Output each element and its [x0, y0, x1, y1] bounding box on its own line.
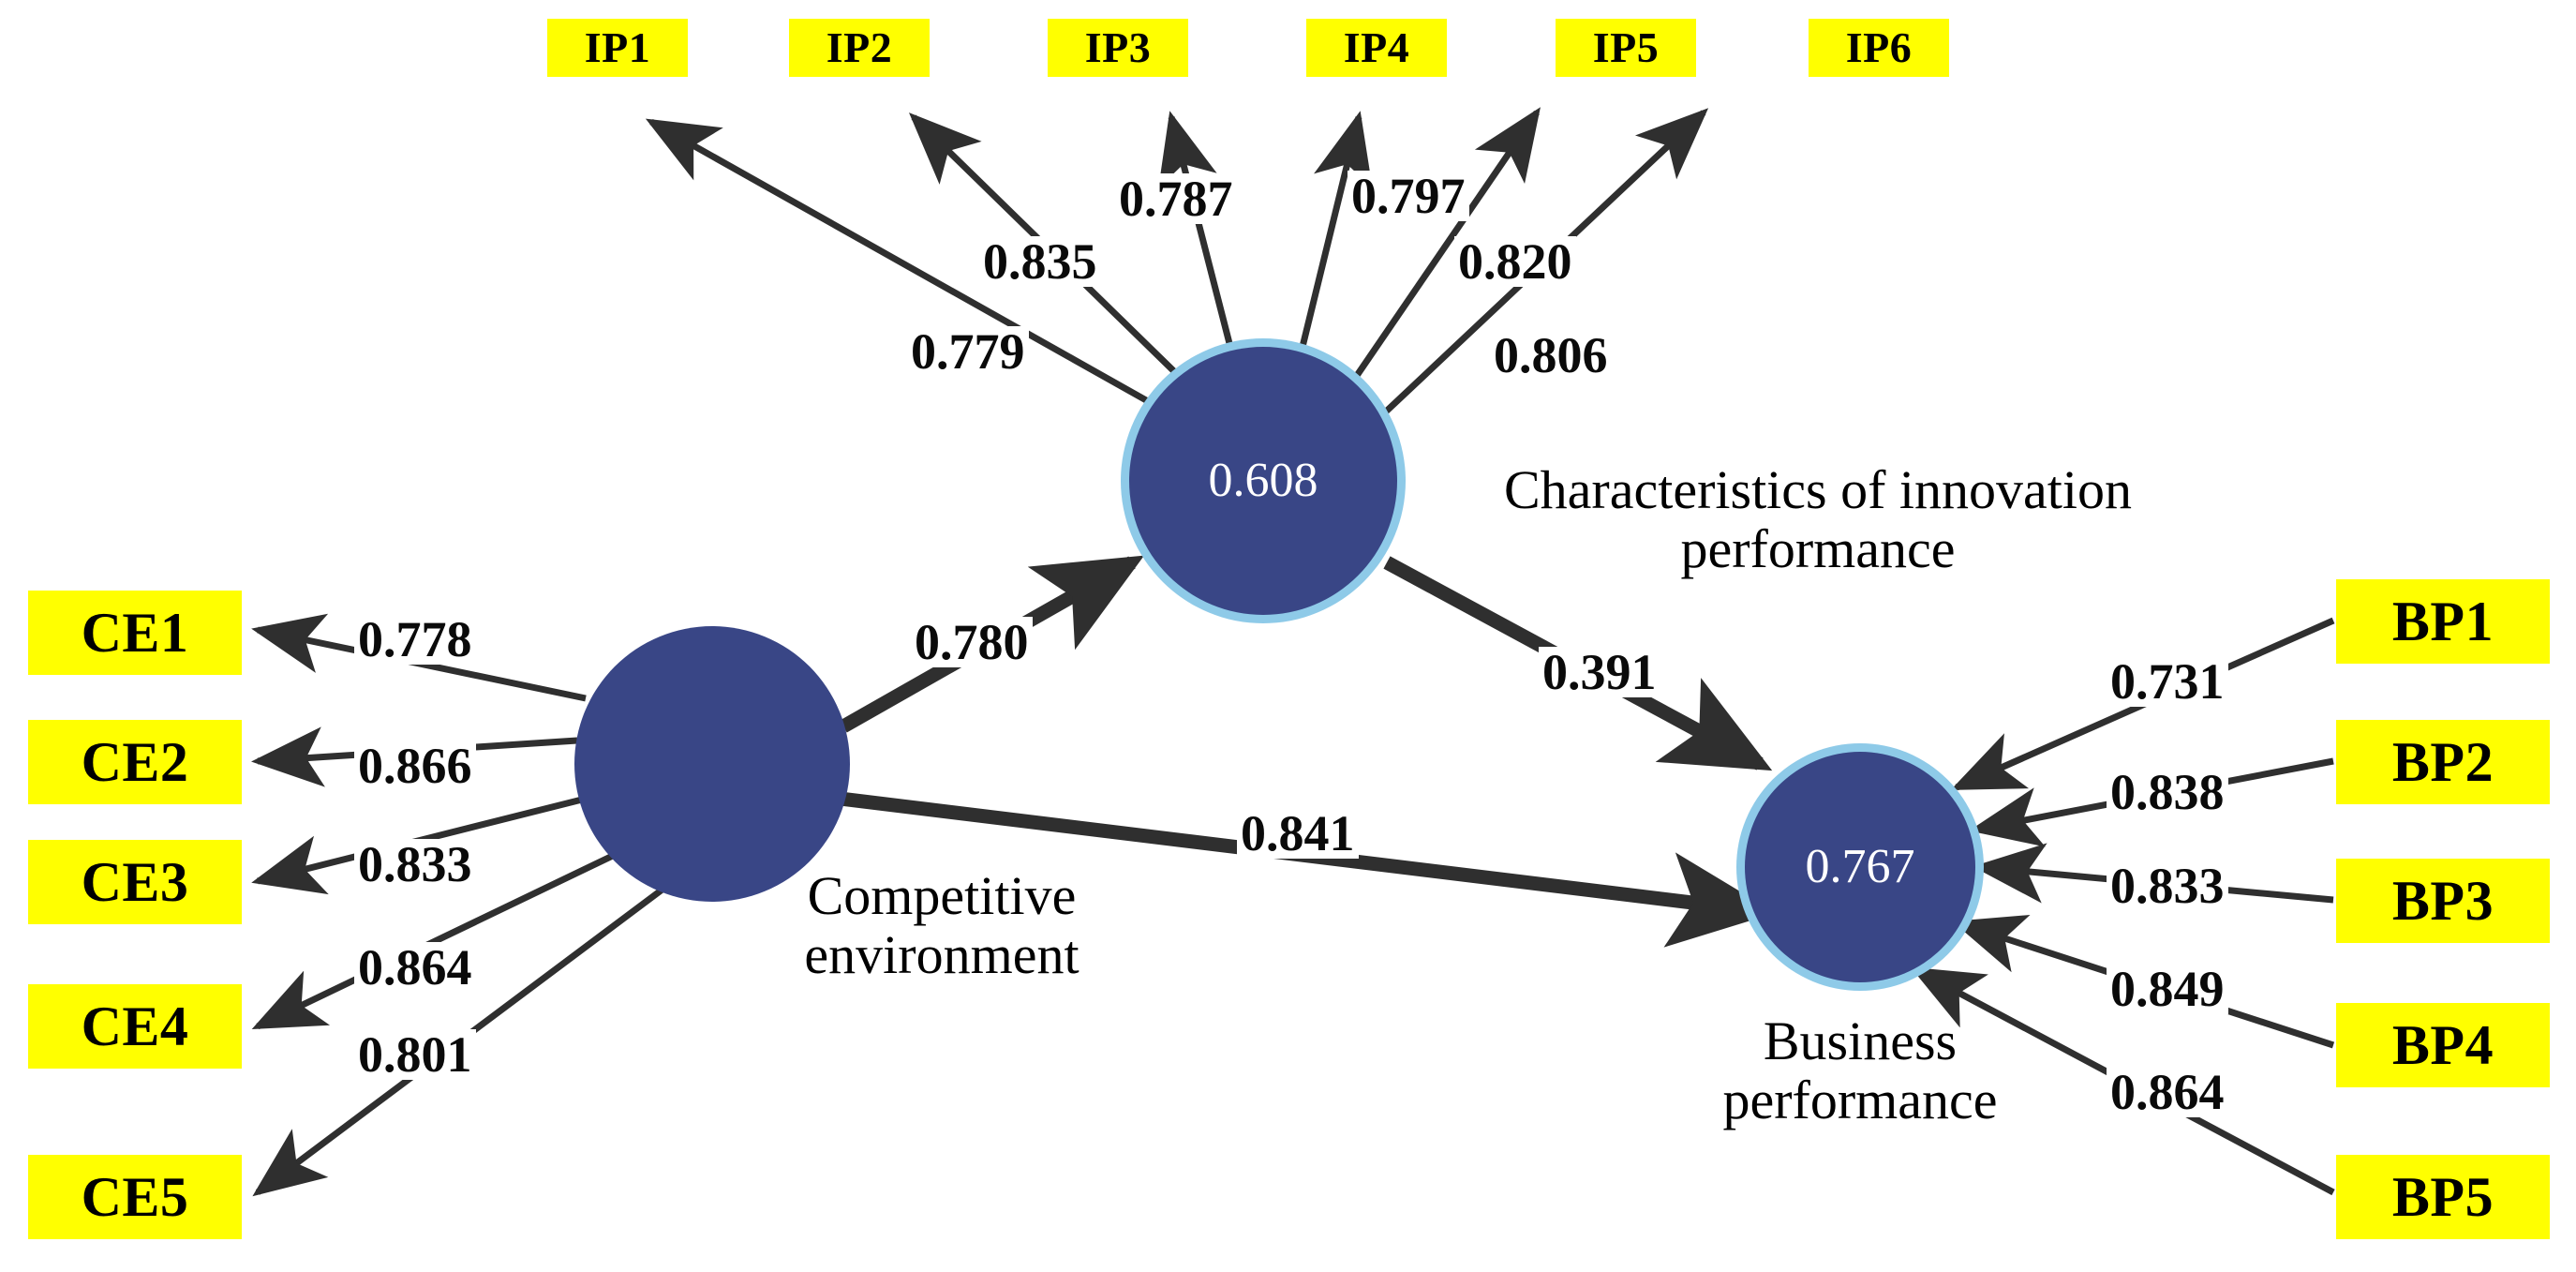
- loading-label-ip1: 0.779: [907, 326, 1029, 377]
- loading-label-bp5: 0.864: [2107, 1067, 2228, 1117]
- indicator-ce1[interactable]: CE1: [28, 591, 242, 675]
- indicator-label: IP2: [826, 23, 893, 71]
- indicator-label: CE1: [81, 602, 189, 664]
- loading-label-bp4: 0.849: [2107, 964, 2228, 1014]
- construct-value: 0.767: [1805, 840, 1915, 893]
- indicator-ce2[interactable]: CE2: [28, 720, 242, 804]
- path-label-ce-to-bp: 0.841: [1237, 808, 1359, 859]
- loading-label-ce4: 0.864: [354, 942, 476, 993]
- loading-label-ip2: 0.835: [979, 236, 1101, 287]
- path-label-ce-to-ip: 0.780: [911, 617, 1033, 667]
- indicator-ce5[interactable]: CE5: [28, 1155, 242, 1239]
- caption-business-performance: Business performance: [1722, 1010, 1998, 1130]
- indicator-label: IP4: [1343, 23, 1410, 71]
- indicator-label: CE4: [81, 995, 189, 1057]
- loading-label-ce2: 0.866: [354, 741, 476, 791]
- indicator-bp3[interactable]: BP3: [2336, 859, 2550, 943]
- indicator-ce3[interactable]: CE3: [28, 840, 242, 924]
- indicator-label: BP5: [2391, 1166, 2494, 1228]
- path-ip5: [1351, 107, 1541, 382]
- path-label-ip-to-bp: 0.391: [1539, 647, 1660, 697]
- path-ip4: [1297, 111, 1373, 355]
- indicator-label: IP6: [1845, 23, 1913, 71]
- caption-innovation-performance: Characteristics of innovation performanc…: [1503, 459, 2133, 579]
- indicator-label: IP3: [1084, 23, 1152, 71]
- loading-label-ip5: 0.820: [1454, 236, 1576, 287]
- indicator-bp5[interactable]: BP5: [2336, 1155, 2550, 1239]
- indicator-bp1[interactable]: BP1: [2336, 579, 2550, 664]
- caption-competitive-environment: Competitive environment: [804, 865, 1080, 985]
- loading-label-ip3: 0.787: [1115, 173, 1237, 224]
- loading-label-ip4: 0.797: [1348, 171, 1469, 221]
- indicator-label: CE3: [81, 851, 189, 913]
- indicator-ce4[interactable]: CE4: [28, 984, 242, 1069]
- loading-label-ce5: 0.801: [354, 1029, 476, 1080]
- construct-innovation-performance[interactable]: 0.608: [1129, 347, 1397, 615]
- path-ce4: [251, 849, 620, 1030]
- indicator-bp4[interactable]: BP4: [2336, 1003, 2550, 1087]
- indicator-label: CE2: [81, 731, 189, 793]
- path-ip3: [1158, 111, 1236, 355]
- loading-label-ce3: 0.833: [354, 839, 476, 890]
- indicator-label: BP1: [2391, 591, 2494, 652]
- construct-value: 0.608: [1208, 454, 1318, 507]
- loading-label-bp1: 0.731: [2107, 656, 2228, 707]
- indicator-label: BP4: [2391, 1014, 2494, 1076]
- indicator-label: IP5: [1592, 23, 1660, 71]
- loading-label-ce1: 0.778: [354, 614, 476, 665]
- indicator-label: BP2: [2391, 731, 2494, 793]
- construct-competitive-environment[interactable]: [574, 626, 850, 902]
- indicator-ip1[interactable]: IP1: [547, 19, 688, 77]
- indicator-ip4[interactable]: IP4: [1306, 19, 1447, 77]
- indicator-label: CE5: [81, 1166, 189, 1228]
- loading-label-bp3: 0.833: [2107, 860, 2228, 911]
- indicator-label: BP3: [2391, 870, 2494, 932]
- construct-business-performance[interactable]: 0.767: [1745, 752, 1975, 982]
- indicator-ip2[interactable]: IP2: [789, 19, 930, 77]
- indicator-bp2[interactable]: BP2: [2336, 720, 2550, 804]
- indicator-ip3[interactable]: IP3: [1048, 19, 1188, 77]
- loading-label-bp2: 0.838: [2107, 767, 2228, 817]
- loading-label-ip6: 0.806: [1490, 330, 1612, 381]
- path-ip1: [645, 118, 1156, 409]
- indicator-ip5[interactable]: IP5: [1556, 19, 1696, 77]
- indicator-ip6[interactable]: IP6: [1809, 19, 1949, 77]
- indicator-label: IP1: [584, 23, 651, 71]
